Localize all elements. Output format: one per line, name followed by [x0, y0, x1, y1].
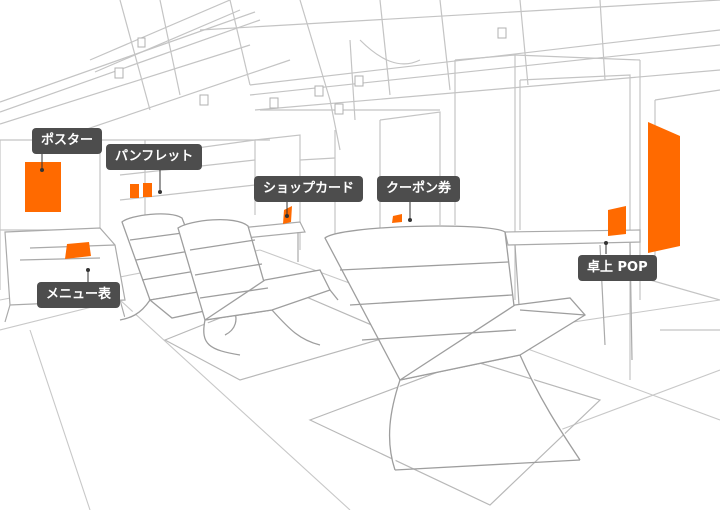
pamphlet-item-1 — [130, 184, 139, 198]
poster-label: ポスター — [32, 128, 102, 154]
poster-right-item — [648, 122, 680, 253]
ceiling-structure — [0, 0, 720, 150]
table-pop-label: 卓上 POP — [578, 255, 657, 281]
coupon-label: クーポン券 — [377, 176, 460, 202]
callout-leaders — [40, 154, 608, 282]
menu-label: メニュー表 — [37, 282, 120, 308]
shop-card-label: ショップカード — [254, 176, 363, 202]
pamphlet-label: パンフレット — [106, 144, 202, 170]
coupon-item — [392, 214, 402, 223]
pamphlet-item-2 — [143, 183, 152, 197]
table-pop-item — [608, 206, 626, 236]
